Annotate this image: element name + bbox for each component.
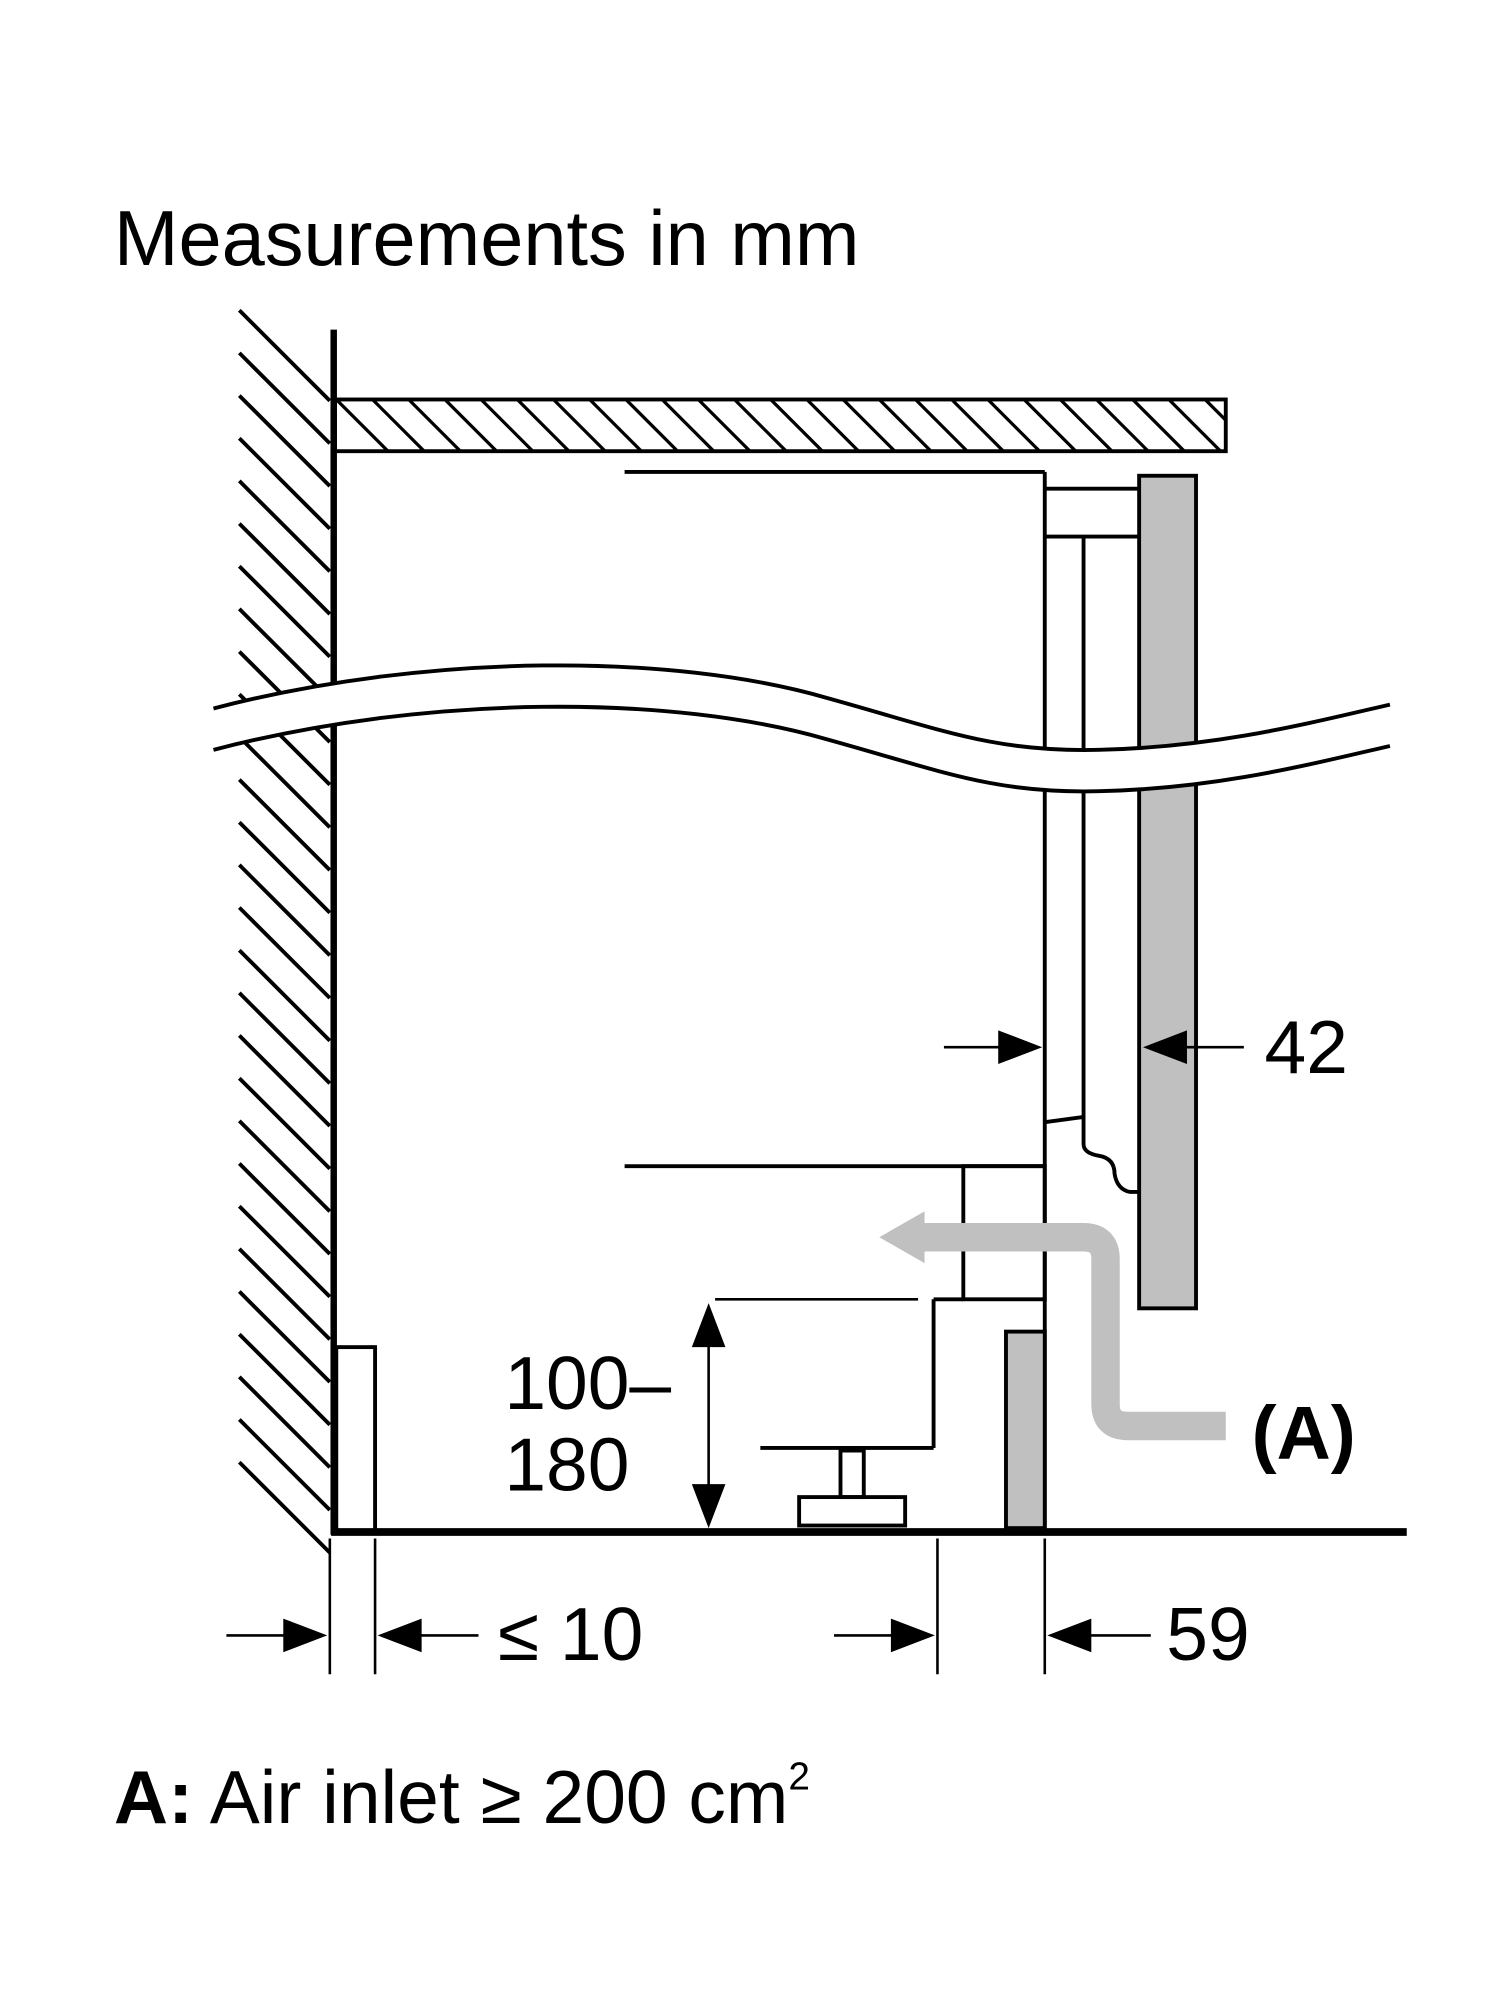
- hatch-line: [733, 399, 788, 450]
- hatch-line: [237, 564, 332, 659]
- hatch-line: [237, 1034, 332, 1128]
- hatch-line: [516, 399, 570, 450]
- hatch-line: [805, 399, 860, 450]
- hatch-line: [237, 1460, 332, 1555]
- hatch-line: [237, 948, 332, 1043]
- hatch-line: [1241, 399, 1293, 451]
- hatch-line: [1059, 399, 1113, 450]
- adjustable-foot: [838, 1448, 866, 1500]
- door-panel: [1137, 473, 1198, 1311]
- legend-text: Air inlet ≥ 200 cm: [193, 1755, 788, 1839]
- hatch-line: [237, 778, 332, 872]
- hatch-line: [660, 399, 715, 450]
- plinth-depth-label: 59: [1166, 1592, 1249, 1676]
- plinth-height-label-top: 100–: [504, 1341, 671, 1425]
- hatch-line: [237, 436, 332, 531]
- hatch-line: [1203, 399, 1226, 423]
- hatch-line: [237, 1332, 332, 1427]
- countertop: [333, 397, 1329, 454]
- hatch-line: [841, 399, 896, 450]
- dimension-plinth-height: [691, 1303, 726, 1529]
- hatch-line: [237, 906, 332, 1000]
- hatch-line: [237, 1247, 332, 1341]
- hatch-line: [371, 399, 426, 450]
- hatch-line: [237, 1119, 332, 1213]
- hatch-line: [769, 399, 824, 450]
- wall-spacer: [334, 1345, 378, 1534]
- hatch-line: [237, 1204, 332, 1299]
- dimension-plinth-depth: [834, 1538, 1151, 1675]
- callout-a: (A): [1252, 1390, 1356, 1474]
- hatch-line: [237, 351, 332, 445]
- hatch-line: [1167, 399, 1222, 450]
- hatch-line: [237, 1162, 332, 1256]
- hatch-line: [237, 1375, 332, 1469]
- hatch-line: [237, 308, 332, 403]
- hatch-line: [336, 399, 390, 450]
- hatch-line: [1131, 399, 1186, 450]
- plinth-height-label-bottom: 180: [504, 1423, 629, 1507]
- dimension-42: [943, 1030, 1244, 1064]
- hatch-line: [237, 394, 332, 488]
- hatch-line: [986, 399, 1041, 450]
- dimension-wall-gap: [226, 1538, 479, 1675]
- hatch-line: [624, 399, 679, 450]
- hatch-line: [479, 399, 534, 450]
- hatch-line: [1022, 399, 1077, 450]
- hatch-line: [1095, 399, 1150, 450]
- legend-key: A:: [114, 1755, 193, 1839]
- hatch-line: [914, 399, 969, 450]
- break-wave: [212, 663, 1391, 794]
- hatch-line: [237, 863, 332, 957]
- hatch-line: [878, 399, 932, 450]
- page-title: Measurements in mm: [114, 196, 860, 282]
- hatch-line: [697, 399, 751, 450]
- hatch-line: [443, 399, 498, 450]
- wall-hatching: [237, 308, 332, 1555]
- hatch-line: [552, 399, 607, 450]
- hatch-line: [237, 991, 332, 1085]
- hatch-line: [237, 1418, 332, 1512]
- hatch-line: [237, 1076, 332, 1171]
- hatch-line: [237, 607, 332, 701]
- hatch-line: [237, 479, 332, 573]
- hatch-line: [237, 522, 332, 616]
- airflow-arrow: [879, 1211, 1226, 1441]
- legend: A: Air inlet ≥ 200 cm2: [114, 1755, 810, 1839]
- plinth-panel: [1004, 1329, 1047, 1531]
- hatch-line: [237, 820, 332, 915]
- hatch-line: [1277, 399, 1329, 451]
- hatch-line: [237, 1290, 332, 1384]
- appliance-body: [624, 469, 1141, 1532]
- dimension-42-label: 42: [1265, 1005, 1348, 1089]
- wall-gap-label: ≤ 10: [498, 1592, 643, 1676]
- hatch-line: [407, 399, 462, 450]
- hatch-line: [950, 399, 1005, 450]
- hatch-line: [588, 399, 643, 450]
- legend-superscript: 2: [788, 1755, 810, 1798]
- hatch-line: [237, 735, 332, 829]
